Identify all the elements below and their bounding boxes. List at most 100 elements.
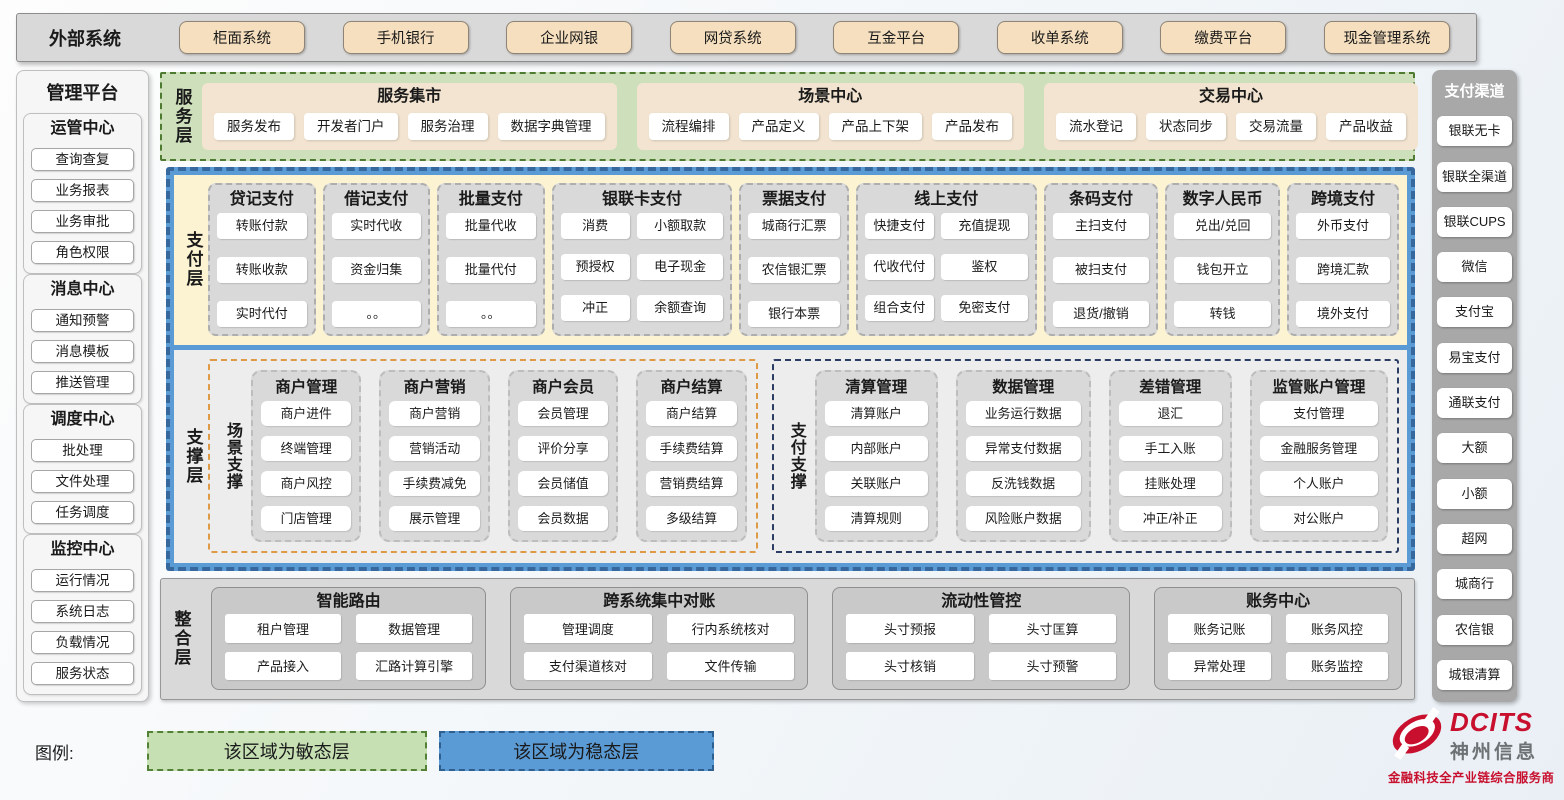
service-item-button[interactable]: 流程编排 bbox=[648, 112, 729, 140]
channel-button[interactable]: 城商行 bbox=[1437, 569, 1512, 600]
integration-item-button[interactable]: 头寸核销 bbox=[846, 651, 974, 680]
channel-button[interactable]: 易宝支付 bbox=[1437, 342, 1512, 373]
payment-item-button[interactable]: 农信银汇票 bbox=[748, 257, 840, 283]
channel-button[interactable]: 通联支付 bbox=[1437, 388, 1512, 419]
mgmt-item-button[interactable]: 角色权限 bbox=[31, 241, 134, 264]
payment-item-button[interactable]: 转钱 bbox=[1174, 301, 1271, 327]
support-item-button[interactable]: 挂账处理 bbox=[1118, 471, 1222, 496]
mgmt-item-button[interactable]: 业务报表 bbox=[31, 179, 134, 202]
payment-item-button[interactable]: 实时代付 bbox=[217, 301, 307, 327]
support-item-button[interactable]: 营销活动 bbox=[389, 436, 480, 461]
payment-item-button[interactable]: 批量代付 bbox=[446, 257, 536, 283]
payment-item-button[interactable]: 转账付款 bbox=[217, 213, 307, 239]
integration-item-button[interactable]: 账务记账 bbox=[1168, 614, 1271, 643]
integration-item-button[interactable]: 异常处理 bbox=[1168, 651, 1271, 680]
integration-item-button[interactable]: 租户管理 bbox=[225, 614, 342, 643]
payment-item-button[interactable]: 主扫支付 bbox=[1052, 213, 1150, 239]
mgmt-item-button[interactable]: 消息模板 bbox=[31, 340, 134, 363]
payment-item-button[interactable]: 资金归集 bbox=[331, 257, 422, 283]
payment-item-button[interactable]: 鉴权 bbox=[941, 254, 1028, 280]
support-item-button[interactable]: 退汇 bbox=[1118, 401, 1222, 426]
payment-item-button[interactable]: 退货/撤销 bbox=[1052, 301, 1150, 327]
integration-item-button[interactable]: 汇路计算引擎 bbox=[356, 651, 473, 680]
payment-item-button[interactable]: 实时代收 bbox=[331, 213, 422, 239]
support-item-button[interactable]: 个人账户 bbox=[1259, 471, 1378, 496]
support-item-button[interactable]: 内部账户 bbox=[824, 436, 928, 461]
payment-item-button[interactable]: 代收代付 bbox=[864, 254, 935, 280]
channel-button[interactable]: 农信银 bbox=[1437, 614, 1512, 645]
service-item-button[interactable]: 服务治理 bbox=[407, 112, 488, 140]
payment-item-button[interactable]: 免密支付 bbox=[941, 295, 1028, 321]
integration-item-button[interactable]: 行内系统核对 bbox=[666, 614, 795, 643]
mgmt-item-button[interactable]: 服务状态 bbox=[31, 662, 134, 685]
external-system-button[interactable]: 缴费平台 bbox=[1160, 21, 1287, 54]
support-item-button[interactable]: 对公账户 bbox=[1259, 506, 1378, 531]
mgmt-item-button[interactable]: 文件处理 bbox=[31, 470, 134, 493]
external-system-button[interactable]: 收单系统 bbox=[996, 21, 1123, 54]
payment-item-button[interactable]: 转账收款 bbox=[217, 257, 307, 283]
payment-item-button[interactable]: 预授权 bbox=[560, 254, 630, 280]
integration-item-button[interactable]: 数据管理 bbox=[356, 614, 473, 643]
mgmt-item-button[interactable]: 系统日志 bbox=[31, 600, 134, 623]
support-item-button[interactable]: 商户风控 bbox=[261, 471, 352, 496]
service-item-button[interactable]: 状态同步 bbox=[1146, 112, 1226, 140]
integration-item-button[interactable]: 头寸预报 bbox=[846, 614, 974, 643]
external-system-button[interactable]: 柜面系统 bbox=[179, 21, 305, 54]
external-system-button[interactable]: 网贷系统 bbox=[669, 21, 796, 54]
payment-item-button[interactable]: 余额查询 bbox=[636, 295, 724, 321]
integration-item-button[interactable]: 文件传输 bbox=[666, 651, 795, 680]
support-item-button[interactable]: 门店管理 bbox=[261, 506, 352, 531]
external-system-button[interactable]: 现金管理系统 bbox=[1323, 21, 1450, 54]
payment-item-button[interactable]: 充值提现 bbox=[941, 213, 1028, 239]
channel-button[interactable]: 小额 bbox=[1437, 478, 1512, 509]
integration-item-button[interactable]: 头寸匡算 bbox=[988, 614, 1117, 643]
mgmt-item-button[interactable]: 运行情况 bbox=[31, 569, 134, 592]
payment-item-button[interactable]: 兑出/兑回 bbox=[1174, 213, 1271, 239]
service-item-button[interactable]: 数据字典管理 bbox=[497, 112, 605, 140]
mgmt-item-button[interactable]: 业务审批 bbox=[31, 210, 134, 233]
channel-button[interactable]: 大额 bbox=[1437, 433, 1512, 464]
support-item-button[interactable]: 金融服务管理 bbox=[1259, 436, 1378, 461]
service-item-button[interactable]: 产品定义 bbox=[738, 112, 819, 140]
channel-button[interactable]: 银联CUPS bbox=[1437, 206, 1512, 237]
payment-item-button[interactable]: 银行本票 bbox=[748, 301, 840, 327]
external-system-button[interactable]: 企业网银 bbox=[506, 21, 633, 54]
channel-button[interactable]: 银联无卡 bbox=[1437, 116, 1512, 147]
support-item-button[interactable]: 商户进件 bbox=[261, 401, 352, 426]
service-item-button[interactable]: 产品上下架 bbox=[828, 112, 922, 140]
support-item-button[interactable]: 关联账户 bbox=[824, 471, 928, 496]
support-item-button[interactable]: 冲正/补正 bbox=[1118, 506, 1222, 531]
payment-item-button[interactable]: 。。 bbox=[446, 301, 536, 327]
channel-button[interactable]: 城银清算 bbox=[1437, 659, 1512, 690]
mgmt-item-button[interactable]: 推送管理 bbox=[31, 371, 134, 394]
payment-item-button[interactable]: 境外支付 bbox=[1296, 301, 1390, 327]
payment-item-button[interactable]: 被扫支付 bbox=[1052, 257, 1150, 283]
support-item-button[interactable]: 业务运行数据 bbox=[965, 401, 1081, 426]
integration-item-button[interactable]: 支付渠道核对 bbox=[524, 651, 652, 680]
service-item-button[interactable]: 产品发布 bbox=[932, 112, 1012, 140]
channel-button[interactable]: 支付宝 bbox=[1437, 297, 1512, 328]
support-item-button[interactable]: 会员数据 bbox=[517, 506, 609, 531]
support-item-button[interactable]: 清算账户 bbox=[824, 401, 928, 426]
support-item-button[interactable]: 支付管理 bbox=[1259, 401, 1378, 426]
support-item-button[interactable]: 营销费结算 bbox=[646, 471, 737, 496]
support-item-button[interactable]: 手工入账 bbox=[1118, 436, 1222, 461]
payment-item-button[interactable]: 批量代收 bbox=[446, 213, 536, 239]
support-item-button[interactable]: 风险账户数据 bbox=[965, 506, 1081, 531]
mgmt-item-button[interactable]: 批处理 bbox=[31, 439, 134, 462]
payment-item-button[interactable]: 组合支付 bbox=[864, 295, 935, 321]
payment-item-button[interactable]: 钱包开立 bbox=[1174, 257, 1271, 283]
channel-button[interactable]: 微信 bbox=[1437, 252, 1512, 283]
service-item-button[interactable]: 开发者门户 bbox=[304, 112, 398, 140]
payment-item-button[interactable]: 跨境汇款 bbox=[1296, 257, 1390, 283]
payment-item-button[interactable]: 消费 bbox=[560, 213, 630, 239]
integration-item-button[interactable]: 管理调度 bbox=[524, 614, 652, 643]
support-item-button[interactable]: 手续费结算 bbox=[646, 436, 737, 461]
integration-item-button[interactable]: 头寸预警 bbox=[988, 651, 1117, 680]
mgmt-item-button[interactable]: 查询查复 bbox=[31, 148, 134, 171]
support-item-button[interactable]: 终端管理 bbox=[261, 436, 352, 461]
support-item-button[interactable]: 清算规则 bbox=[824, 506, 928, 531]
support-item-button[interactable]: 反洗钱数据 bbox=[965, 471, 1081, 496]
payment-item-button[interactable]: 冲正 bbox=[560, 295, 630, 321]
channel-button[interactable]: 银联全渠道 bbox=[1437, 161, 1512, 192]
